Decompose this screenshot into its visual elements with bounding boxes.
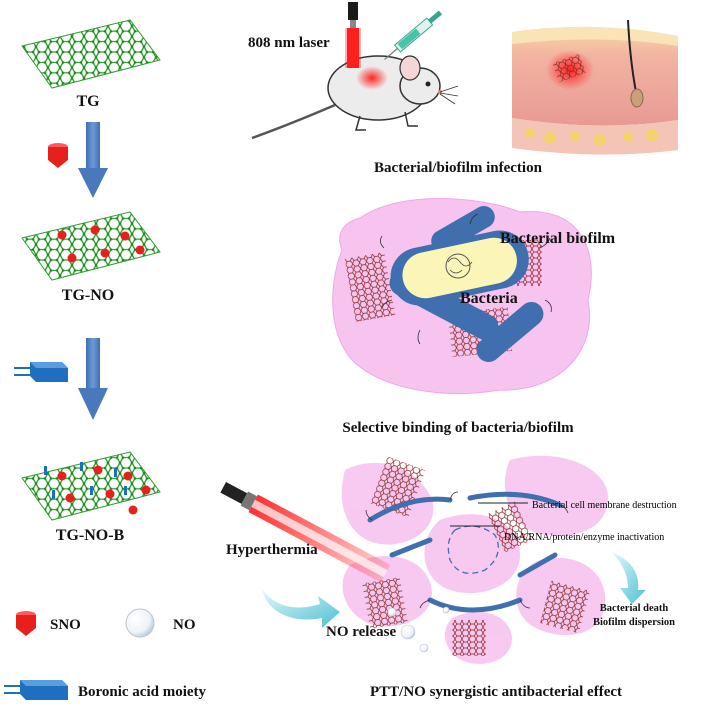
biofilm-label: Bacterial biofilm bbox=[500, 230, 616, 247]
laser-probe-top bbox=[345, 2, 361, 68]
legend-boronic-icon bbox=[4, 680, 68, 700]
legend-no-icon bbox=[125, 608, 155, 638]
effect-caption: PTT/NO synergistic antibacterial effect bbox=[370, 684, 622, 700]
boronic-reagent-icon bbox=[14, 362, 68, 382]
no-release-label: NO release bbox=[326, 624, 396, 640]
legend-no-label: NO bbox=[173, 617, 196, 633]
tg-graphene-sheet bbox=[21, 19, 161, 89]
tg-label: TG bbox=[76, 93, 100, 110]
bacteria-label: Bacteria bbox=[460, 290, 518, 307]
dna-label: DNA/RNA/protein/enzyme inactivation bbox=[504, 532, 664, 543]
legend-sno-icon bbox=[16, 611, 36, 636]
death-arrow bbox=[612, 552, 646, 604]
mouse-illustration bbox=[251, 55, 459, 140]
skin-infection-illustration bbox=[512, 19, 678, 155]
no-release-arrow bbox=[262, 588, 340, 628]
legend-boronic-label: Boronic acid moiety bbox=[78, 684, 207, 700]
sno-reagent-icon bbox=[48, 143, 68, 168]
biofilm-dispersion-label: Biofilm dispersion bbox=[593, 617, 675, 628]
membrane-label: Bacterial cell membrane destruction bbox=[532, 500, 677, 511]
laser-probe-bottom bbox=[220, 482, 391, 583]
binding-caption: Selective binding of bacteria/biofilm bbox=[342, 420, 574, 436]
bacterial-death-label: Bacterial death bbox=[600, 603, 669, 614]
tg-no-label: TG-NO bbox=[62, 287, 114, 304]
syringe-icon bbox=[384, 10, 443, 60]
hyperthermia-label: Hyperthermia bbox=[226, 542, 318, 558]
tg-no-b-graphene-sheet bbox=[21, 451, 161, 521]
down-arrow-2 bbox=[78, 338, 108, 420]
biofilm-illustration bbox=[332, 198, 592, 394]
tg-no-b-label: TG-NO-B bbox=[56, 527, 125, 544]
laser-label: 808 nm laser bbox=[248, 35, 330, 51]
ptt-no-illustration bbox=[341, 455, 609, 664]
legend-sno-label: SNO bbox=[50, 617, 81, 633]
down-arrow-1 bbox=[78, 122, 108, 198]
tg-no-graphene-sheet bbox=[21, 211, 161, 281]
infection-caption: Bacterial/biofilm infection bbox=[374, 160, 543, 176]
